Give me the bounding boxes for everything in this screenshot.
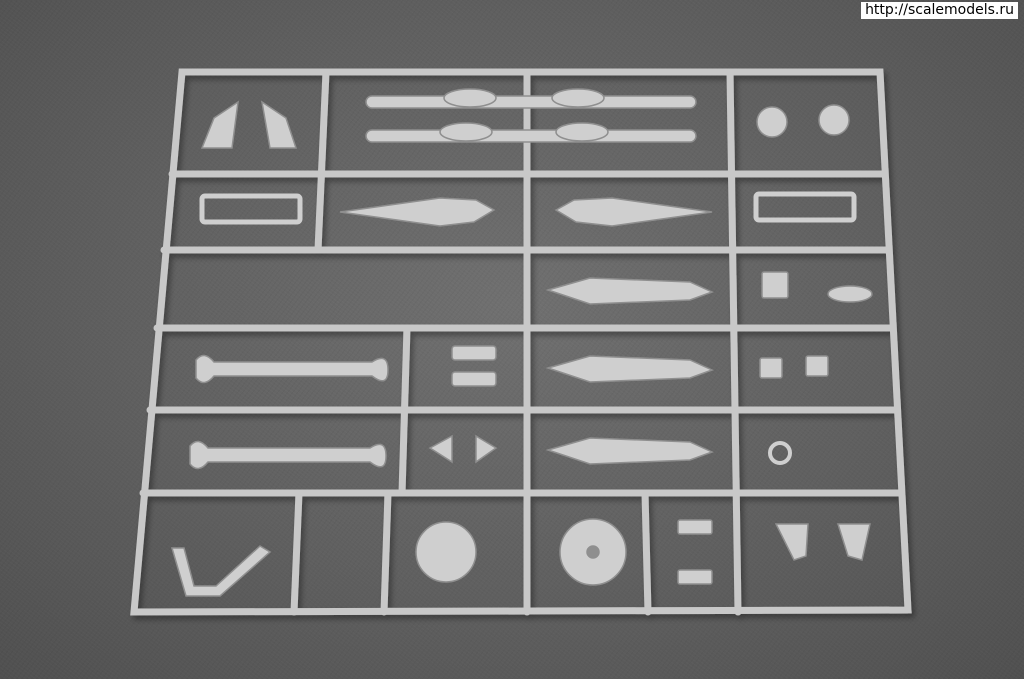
suspension-link-2 (365, 129, 697, 143)
frame-ladder-left (199, 193, 303, 225)
seat-bracket-left (200, 100, 239, 149)
seat-frame-right (836, 523, 871, 561)
axle-tube-1 (195, 354, 389, 384)
sprue-frame (130, 68, 912, 616)
torpedo-body-3 (545, 437, 714, 465)
knuckle-left (756, 106, 788, 138)
torpedo-body-1 (545, 277, 714, 305)
horn-left (428, 434, 453, 464)
knuckle-right (818, 104, 850, 136)
suspension-link-1 (365, 95, 697, 109)
spindle-arm-left (339, 197, 496, 227)
spindle-arm-right (554, 197, 713, 227)
seat-bracket-right (260, 100, 298, 149)
watermark-text: http://scalemodels.ru (861, 2, 1018, 19)
seat-frame-left (774, 523, 809, 561)
fender-curve (171, 545, 272, 597)
dome-hemisphere (415, 521, 477, 583)
frame-ladder-right (753, 191, 857, 223)
torpedo-body-2 (545, 355, 714, 383)
horn-right (475, 434, 498, 464)
sprue-parts (171, 88, 873, 597)
axle-tube-2 (189, 440, 387, 470)
